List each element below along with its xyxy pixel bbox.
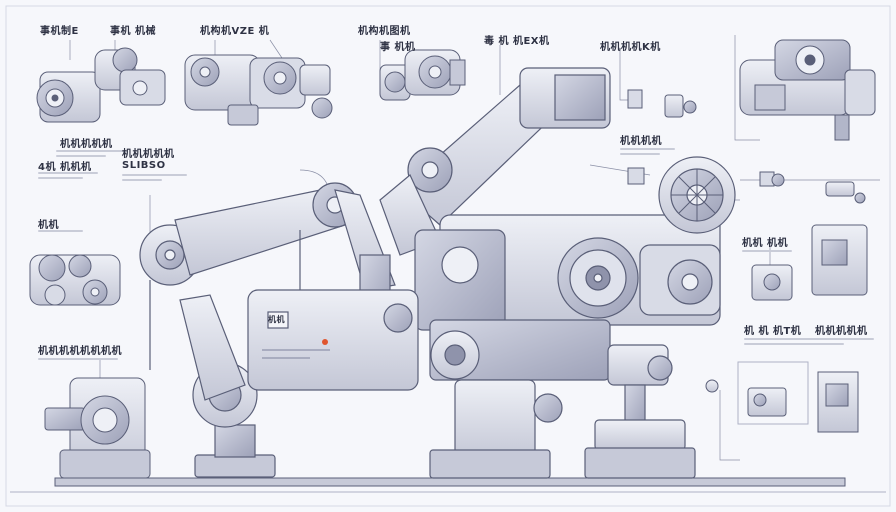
part-gear-cluster-top-left <box>36 47 166 123</box>
label-top-center-left: 机构机VZE 机 <box>200 26 270 37</box>
label-right-lower-b: 机机机机机 <box>815 326 868 337</box>
part-chuck-bottom-left <box>44 377 151 479</box>
part-gearbox-left <box>29 254 121 306</box>
part-assembly-right-low <box>705 361 859 433</box>
text-lines-mid-left-b <box>38 172 108 182</box>
frame-border <box>5 5 891 507</box>
label-right-upper: 机机 机机 <box>742 238 788 249</box>
label-mid-left-c: 机机机机机 <box>122 149 175 160</box>
part-motor-top-center-left <box>184 54 333 126</box>
label-right-lower-a: 机 机 机T机 <box>744 326 802 337</box>
label-mid-left-e: SLIBSO <box>122 160 166 171</box>
label-top-right: 机机机机K机 <box>600 42 661 53</box>
text-lines-mid-left-c <box>122 174 192 184</box>
label-top-left-b: 事机 机械 <box>110 26 156 37</box>
part-flywheel-right <box>658 156 736 234</box>
label-top-center-b: 事 机机 <box>380 42 416 53</box>
robot-central-body <box>414 214 721 331</box>
label-mid-left-b: 4机 机机机 <box>38 162 92 173</box>
part-actuator-top-center <box>379 49 466 101</box>
label-arm-top: 毒 机 机EX机 <box>484 36 550 47</box>
text-lines-right-lower <box>744 338 884 348</box>
part-small-components-right <box>627 89 866 204</box>
floor-rail <box>10 477 886 493</box>
part-assembly-right-mid <box>751 224 868 301</box>
label-mid-right: 机机机机 <box>620 136 662 147</box>
text-lines-mid-right <box>620 148 680 158</box>
label-top-center: 机构机图机 <box>358 26 411 37</box>
control-box <box>247 289 419 391</box>
text-lines-mid-left <box>56 150 126 160</box>
part-housing-top-right <box>739 39 876 141</box>
robot-base-center <box>429 319 611 479</box>
label-bottom-left: 机机机机机机机机 <box>38 346 122 357</box>
label-machine-plate: 机机 <box>268 315 285 324</box>
label-top-left: 事机制E <box>40 26 79 37</box>
label-mid-left-a: 机机机机机 <box>60 139 113 150</box>
label-side-left: 机机 <box>38 220 59 231</box>
text-lines-side-left <box>38 230 88 235</box>
text-lines-bottom-left <box>38 358 128 363</box>
robot-right-base <box>584 344 696 479</box>
text-lines-right-upper <box>742 250 802 255</box>
